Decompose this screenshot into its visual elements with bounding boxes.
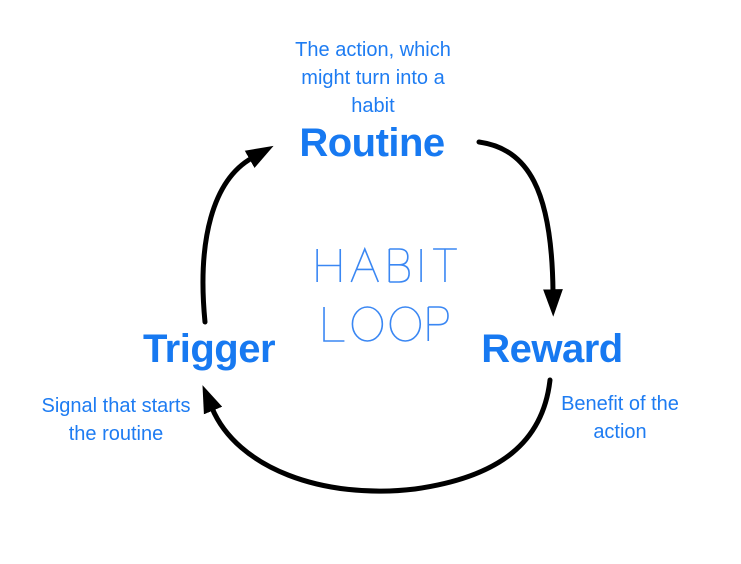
arrow-routine-to-reward (476, 139, 563, 317)
reward-label: Reward (481, 327, 623, 371)
center-habit-loop-text (317, 249, 457, 341)
routine-label: Routine (299, 121, 445, 165)
trigger-label: Trigger (142, 327, 276, 371)
trigger-description: Signal that starts the routine (41, 395, 191, 445)
arrow-trigger-to-routine (200, 145, 274, 325)
arrow-reward-to-trigger (202, 377, 553, 494)
routine-description: The action, which might turn into a habi… (295, 39, 451, 117)
reward-description: Benefit of the action (561, 393, 679, 443)
